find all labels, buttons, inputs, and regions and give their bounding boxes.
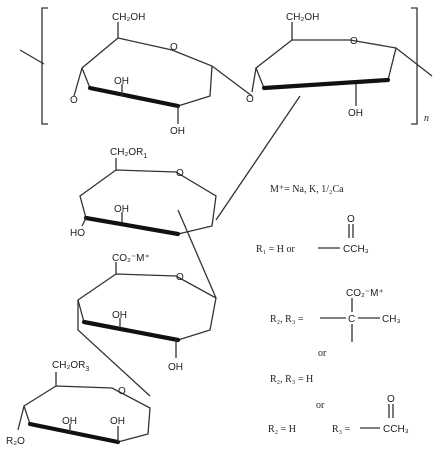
chain-bond-right	[395, 47, 433, 77]
r1-definition-text: R₁ = H or	[256, 244, 296, 255]
side-ring-3-oh2: OH	[110, 416, 125, 427]
side-ring-3-oxygen: O	[118, 386, 126, 397]
side-ring-3-r2o: R₂O	[6, 436, 25, 447]
ring-1-front-edge	[87, 85, 181, 109]
ring-1-oxygen: O	[170, 42, 178, 53]
side-ring-2-oxygen: O	[176, 272, 184, 283]
r3-definition-text: R₃ =	[332, 424, 351, 435]
r1-acetyl-group: CCH₃	[343, 244, 369, 255]
side-ring-1-ch2or-base: CH₂OR	[110, 147, 143, 158]
pyruvate-top-group: CO₂⁻M⁺	[346, 288, 384, 299]
link-side1-to-side2	[177, 209, 217, 299]
repeat-subscript-n: n	[424, 113, 429, 124]
backbone-ring-1: CH₂OH O O OH OH	[70, 12, 253, 137]
ring-1-oh3: OH	[114, 76, 129, 87]
side-ring-2-oh3: OH	[112, 310, 127, 321]
side-ring-3-front-edge	[27, 421, 121, 445]
ring-2-o4: O	[246, 94, 254, 105]
ring-2-oxygen: O	[350, 36, 358, 47]
pyruvate-carbon: C	[348, 314, 355, 325]
side-ring-1-ho: HO	[70, 228, 85, 239]
side-ring-1-r-subscript: 1	[143, 153, 147, 160]
or-separator-1: or	[318, 348, 327, 359]
ring-1-oh2: OH	[170, 126, 185, 137]
side-ring-3-oh3: OH	[62, 416, 77, 427]
link-side2-to-side3-path	[77, 316, 151, 397]
side-ring-3-r2o-bond	[17, 405, 25, 431]
side-ring-1-oh3: OH	[114, 204, 129, 215]
r2r3-definition-text: R₂, R₃ =	[270, 314, 304, 325]
side-ring-2-co2m: CO₂⁻M⁺	[112, 253, 150, 264]
ring-1-bonds	[81, 37, 213, 107]
side-ring-2-oh2: OH	[168, 362, 183, 373]
ring-2-oh: OH	[348, 108, 363, 119]
side-ring-2-front-edge	[81, 319, 181, 343]
right-bracket	[411, 7, 418, 125]
counterion-definition: M⁺= Na, K, 1/₂Ca	[270, 184, 344, 195]
side-ring-1-oxygen: O	[176, 168, 184, 179]
ring-1-o4: O	[70, 95, 78, 106]
r3-acetyl-group: CCH₃	[383, 424, 409, 435]
side-ring-1-ch2or: CH₂OR1	[110, 147, 147, 160]
ring-2-bonds	[255, 39, 397, 89]
r1-acetyl-oxygen: O	[347, 214, 355, 225]
r3-acetyl-oxygen: O	[387, 394, 395, 405]
side-ring-2-bonds	[77, 273, 217, 341]
side-ring-1-oh4-bond	[81, 217, 87, 227]
ring-2-ch2oh: CH₂OH	[286, 12, 319, 23]
repeat-brackets: n	[19, 7, 433, 125]
backbone-ring-2: CH₂OH O O OH	[246, 12, 397, 119]
glycosidic-1-4	[211, 65, 253, 97]
ring-1-o4-bond	[73, 67, 83, 97]
substituent-legend: M⁺= Na, K, 1/₂Ca R₁ = H or O CCH₃ CO₂⁻M⁺…	[256, 184, 409, 435]
ring-2-o4-bond	[251, 67, 257, 93]
left-bracket	[41, 7, 48, 125]
side-ring-1-bonds	[79, 169, 217, 235]
ring-1-ch2oh: CH₂OH	[112, 12, 145, 23]
side-ring-2: CO₂⁻M⁺ O OH OH	[77, 253, 217, 397]
side-ring-3-r-subscript: 3	[85, 366, 89, 373]
chain-bond-left	[19, 49, 45, 65]
side-ring-3-ch2or-base: CH₂OR	[52, 360, 85, 371]
link-side1-to-backbone	[215, 95, 301, 221]
r2-h-definition: R₂ = H	[268, 424, 296, 435]
pyruvate-ch3: CH₃	[382, 314, 401, 325]
r2r3-h-definition: R₂, R₃ = H	[270, 374, 313, 385]
side-ring-3-ch2or: CH₂OR3	[52, 360, 89, 373]
or-separator-2: or	[316, 400, 325, 411]
side-ring-1: CH₂OR1 O OH HO	[70, 95, 301, 299]
side-ring-3: CH₂OR3 O OH OH R₂O	[6, 360, 151, 447]
ring-2-front-edge	[261, 77, 391, 91]
side-ring-1-front-edge	[83, 215, 181, 237]
